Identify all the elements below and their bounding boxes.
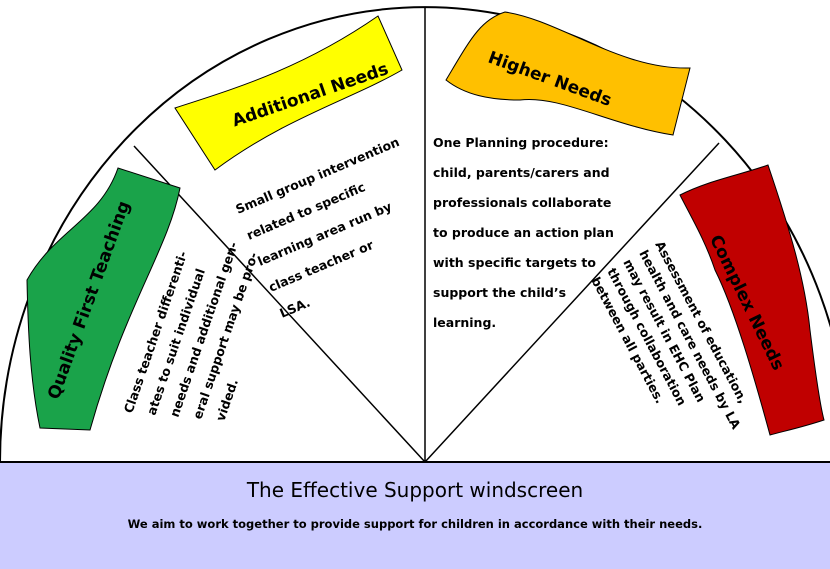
segment-text-line: professionals collaborate xyxy=(433,195,611,210)
segment-text-higher: One Planning procedure: child, parents/ca… xyxy=(433,135,614,330)
segment-text-line: support the child’s xyxy=(433,285,566,300)
divider-right xyxy=(424,142,720,463)
segment-text-line: One Planning procedure: xyxy=(433,135,609,150)
footer-panel: The Effective Support windscreen We aim … xyxy=(0,463,830,569)
segment-text-line: vided. xyxy=(213,377,241,423)
footer-title: The Effective Support windscreen xyxy=(246,478,584,502)
segment-text-line: with specific targets to xyxy=(433,255,596,270)
divider-left xyxy=(133,145,426,463)
segment-text-line: learning. xyxy=(433,315,496,330)
footer-subtitle: We aim to work together to provide suppo… xyxy=(127,517,703,531)
banner-higher: Higher Needs xyxy=(445,11,691,136)
segment-text-line: LSA. xyxy=(277,295,312,321)
segment-text-line: child, parents/carers and xyxy=(433,165,610,180)
windscreen-arc xyxy=(0,6,830,463)
segment-text-line: to produce an action plan xyxy=(433,225,614,240)
